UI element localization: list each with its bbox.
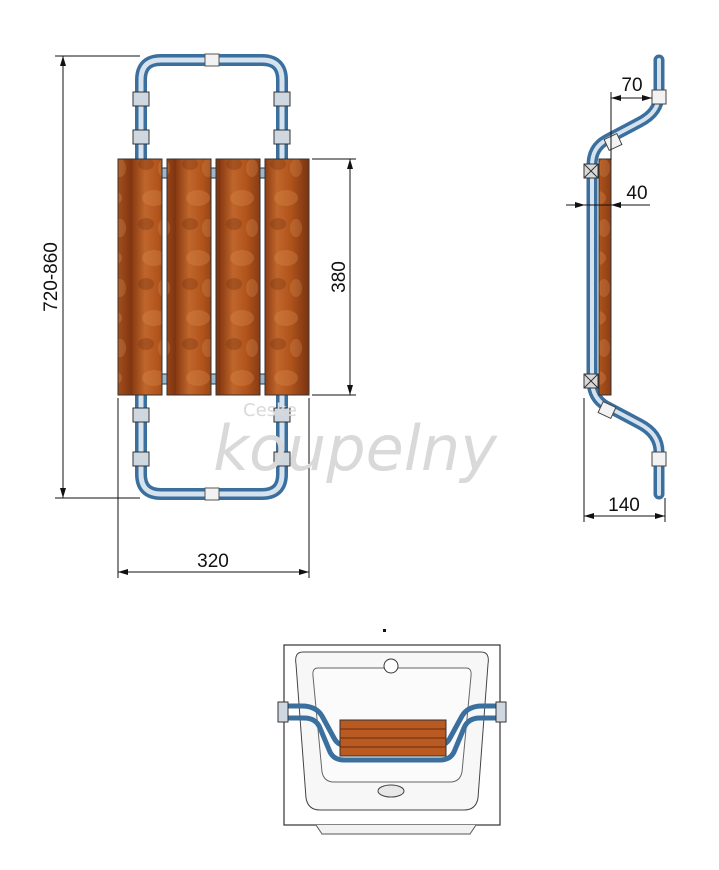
dimension-top-offset: 70 [610, 75, 652, 160]
wall-clip [273, 129, 291, 145]
depth-label: 140 [608, 495, 640, 516]
side-joint [651, 451, 667, 467]
wall-clip [273, 407, 291, 423]
height-range-label: 720-860 [41, 242, 62, 312]
side-frame-tube-highlight [590, 58, 661, 496]
side-joint [603, 132, 623, 152]
overflow-hole [383, 658, 399, 674]
width-label: 320 [197, 551, 229, 572]
wall-clip [132, 407, 150, 423]
frame-joint [204, 487, 220, 501]
side-joint [651, 89, 667, 105]
side-wood-slat [598, 158, 612, 396]
watermark-small: Ceske [243, 400, 297, 421]
bathtub-base [315, 824, 477, 835]
wall-clip [273, 451, 291, 467]
wood-slat [215, 158, 261, 396]
bracket-cross [583, 163, 599, 179]
wood-slat [117, 158, 163, 396]
dimension-slat-length: 380 [312, 158, 356, 396]
dimension-width: 320 [117, 398, 310, 578]
wall-clip [132, 91, 150, 107]
front-view [117, 53, 310, 501]
bathtub-view [277, 629, 507, 835]
dimension-depth: 140 [583, 398, 666, 522]
wall-clip [132, 451, 150, 467]
thickness-label: 40 [626, 183, 647, 204]
watermark-large: koupelny [213, 412, 498, 485]
dimension-thickness: 40 [566, 183, 650, 208]
top-offset-label: 70 [621, 75, 642, 96]
bracket-cross [583, 373, 599, 389]
wood-slat [264, 158, 310, 396]
side-view [583, 54, 667, 500]
frame-joint [204, 53, 220, 67]
wood-slat [166, 158, 212, 396]
drain [377, 784, 405, 798]
watermark: Ceske koupelny [213, 400, 498, 485]
wall-clip [132, 129, 150, 145]
dot-marker [383, 629, 386, 632]
slat-length-label: 380 [329, 261, 350, 293]
dimension-height-range: 720-860 [41, 55, 140, 499]
tub-clip [277, 701, 289, 723]
tub-seat-frame-back [279, 715, 505, 763]
wall-clip [273, 91, 291, 107]
tub-clip [495, 701, 507, 723]
side-joint [597, 400, 617, 420]
